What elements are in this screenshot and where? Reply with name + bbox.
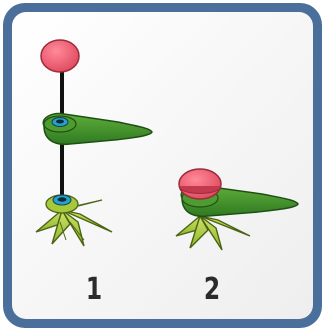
panel-background <box>12 12 313 319</box>
step-1-assembly <box>35 39 153 247</box>
assembled-round-tile <box>178 168 222 200</box>
lime-leaf-part <box>35 194 113 247</box>
step-2-assembly <box>175 168 299 251</box>
round-tile-part <box>40 39 80 73</box>
step-number-2: 2 <box>203 272 221 307</box>
green-horn-part <box>42 112 153 146</box>
step-number-1: 1 <box>85 272 103 307</box>
